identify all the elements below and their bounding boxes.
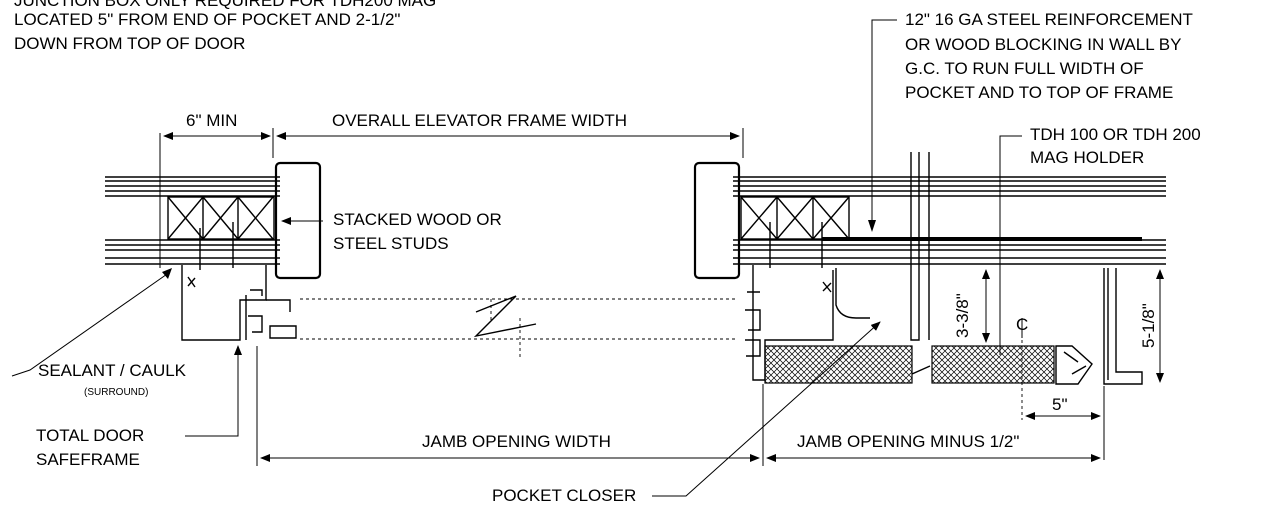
note-mag-line-1: TDH 100 OR TDH 200 <box>1030 125 1201 144</box>
dim-jamb-opening-label: JAMB OPENING WIDTH <box>422 432 611 451</box>
right-wall-top-layers <box>733 176 1166 197</box>
leader-safeframe <box>185 345 242 437</box>
left-fastener <box>187 276 196 288</box>
note-junction-box: JUNCTION BOX ONLY REQUIRED FOR TDH200 MA… <box>14 0 436 53</box>
note-sealant: SEALANT / CAULK (SURROUND) <box>11 268 187 398</box>
dim-5: 5" <box>1025 386 1105 460</box>
note-safeframe-line-1: TOTAL DOOR <box>36 426 144 445</box>
note-junction-line-3: DOWN FROM TOP OF DOOR <box>14 34 245 53</box>
right-frame-return <box>693 161 741 280</box>
pocket-wall-posts <box>910 152 930 341</box>
note-studs-line-2: STEEL STUDS <box>333 234 449 253</box>
dim-6-min: 6" MIN <box>159 111 271 268</box>
note-reinforcement-line-2: OR WOOD BLOCKING IN WALL BY <box>905 35 1181 54</box>
note-junction-line-1: JUNCTION BOX ONLY REQUIRED FOR TDH200 MA… <box>14 0 436 10</box>
leader-mag-holder <box>999 135 1022 355</box>
pocket-door-break <box>911 365 931 375</box>
pocket-door-leaf-right <box>931 345 1055 384</box>
right-screws <box>769 222 823 268</box>
dim-overall-label: OVERALL ELEVATOR FRAME WIDTH <box>332 111 627 130</box>
dim-3-3-8-label: 3-3/8" <box>953 293 972 338</box>
note-safeframe: TOTAL DOOR SAFEFRAME <box>36 345 242 469</box>
pocket-closer-outline <box>835 268 870 319</box>
note-studs-line-1: STACKED WOOD OR <box>333 210 502 229</box>
dim-jamb-opening: JAMB OPENING WIDTH <box>256 346 764 466</box>
right-stud-crosses <box>740 196 850 240</box>
right-wall-bottom-layers <box>733 239 1166 265</box>
dim-jamb-minus-label: JAMB OPENING MINUS 1/2" <box>797 432 1019 451</box>
dim-5-1-8: 5-1/8" <box>1139 269 1164 383</box>
steel-reinforcement-plate <box>822 237 1142 241</box>
note-sealant-sub: (SURROUND) <box>84 387 148 398</box>
door-break-symbol <box>473 295 537 338</box>
mag-holder-bracket <box>1055 345 1093 385</box>
door-panel <box>300 295 738 360</box>
dim-3-3-8: 3-3/8" <box>953 269 990 343</box>
note-pocket-closer-label: POCKET CLOSER <box>492 486 636 505</box>
left-wall-top-layers <box>105 176 280 197</box>
note-junction-line-2: LOCATED 5" FROM END OF POCKET AND 2-1/2" <box>14 10 400 29</box>
note-reinforcement: 12" 16 GA STEEL REINFORCEMENT OR WOOD BL… <box>868 10 1193 232</box>
dim-6-min-label: 6" MIN <box>186 111 237 130</box>
note-mag-line-2: MAG HOLDER <box>1030 148 1144 167</box>
door-panel-outline <box>300 298 738 340</box>
note-reinforcement-line-1: 12" 16 GA STEEL REINFORCEMENT <box>905 10 1193 29</box>
left-screws <box>199 222 234 270</box>
dim-5-1-8-label: 5-1/8" <box>1139 303 1158 348</box>
pocket-end-jamb <box>1103 268 1143 385</box>
right-fastener <box>822 281 832 293</box>
door-panel-break-posts <box>490 299 521 360</box>
right-wall-section <box>693 152 1166 385</box>
note-safeframe-line-2: SAFEFRAME <box>36 450 140 469</box>
note-reinforcement-line-3: G.C. TO RUN FULL WIDTH OF <box>905 59 1144 78</box>
dim-5-label: 5" <box>1052 395 1068 414</box>
left-stud-crosses <box>167 196 274 240</box>
left-wall-section <box>105 161 322 341</box>
note-sealant-label: SEALANT / CAULK <box>38 361 187 380</box>
dim-jamb-minus: JAMB OPENING MINUS 1/2" <box>766 432 1101 462</box>
left-jamb-detail <box>245 289 282 340</box>
note-mag-holder: TDH 100 OR TDH 200 MAG HOLDER <box>999 125 1201 355</box>
leader-reinforcement <box>871 19 897 228</box>
left-wall-bottom-layers <box>105 239 280 265</box>
right-stacked-studs <box>740 196 850 240</box>
leader-sealant <box>11 271 171 377</box>
left-door-edge <box>248 299 297 339</box>
note-studs: STACKED WOOD OR STEEL STUDS <box>281 210 502 253</box>
centerline-mark: C <box>1016 315 1028 420</box>
right-jamb-detail <box>745 291 761 357</box>
pocket-door-leaf-left <box>764 345 913 384</box>
left-stacked-studs <box>167 196 275 240</box>
dim-overall-frame: OVERALL ELEVATOR FRAME WIDTH <box>272 111 744 158</box>
note-reinforcement-line-4: POCKET AND TO TOP OF FRAME <box>905 83 1173 102</box>
left-frame-return <box>274 161 322 280</box>
left-jamb-frame <box>181 265 267 341</box>
